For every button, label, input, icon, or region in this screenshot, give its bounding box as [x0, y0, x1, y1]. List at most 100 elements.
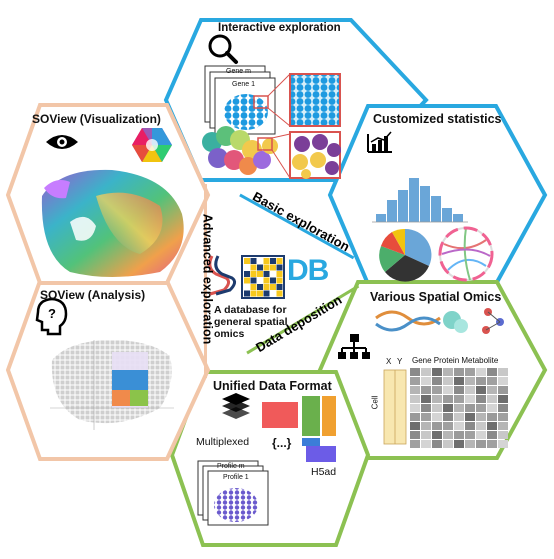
matrix-cell [498, 404, 508, 412]
matrix-cell [443, 377, 453, 385]
gene-stack [204, 65, 276, 135]
db-grid-cell [244, 277, 250, 284]
matrix-cell [465, 422, 475, 430]
db-grid-cell [263, 284, 270, 290]
visualization-map [41, 169, 184, 277]
matrix-cell [443, 413, 453, 421]
matrix-cell [421, 440, 431, 448]
db-grid-cell [276, 258, 283, 264]
matrix-cell [454, 404, 464, 412]
db-grid-cell [276, 271, 283, 277]
hex-visualization-title: SOView (Visualization) [32, 112, 161, 126]
color-wheel-icon [132, 128, 172, 162]
hex-format-outline [169, 370, 371, 547]
matrix-cell [476, 440, 486, 448]
matrix-cell [432, 422, 442, 430]
matrix-cell [410, 440, 420, 448]
matrix-cell [410, 386, 420, 394]
matrix-cell [421, 377, 431, 385]
matrix-cell [410, 413, 420, 421]
anndata-blocks [262, 396, 336, 462]
format-multiplexed-label: Multiplexed [196, 436, 250, 448]
band-basic-line [239, 193, 355, 260]
hex-statistics-outline [327, 104, 548, 286]
omics-features-label: Gene Protein Metabolite [412, 356, 499, 365]
center-caption-line-2: general spatial [214, 316, 288, 328]
gene-stack-bottom-label: Gene 1 [232, 81, 255, 88]
db-grid-cell [263, 290, 270, 297]
eye-icon [46, 135, 78, 149]
bar-chart-icon [367, 131, 392, 153]
matrix-cell [498, 413, 508, 421]
matrix-cell [432, 440, 442, 448]
db-grid-cell [250, 271, 257, 277]
db-grid-cell [250, 290, 257, 297]
center-caption-line-1: A database for [214, 304, 287, 316]
matrix-cell [476, 368, 486, 376]
feature-matrix [410, 368, 508, 448]
band-advanced-line [204, 184, 207, 378]
matrix-cell [487, 422, 497, 430]
cluster-map [202, 126, 278, 175]
profile-stack [197, 460, 269, 526]
db-grid-cell [263, 264, 270, 271]
hierarchy-icon [338, 334, 370, 359]
db-grid-cell [276, 264, 283, 271]
db-logo [208, 255, 285, 299]
matrix-cell [421, 431, 431, 439]
matrix-cell [487, 404, 497, 412]
metabolite-glyph [482, 308, 504, 334]
db-grid-cell [263, 277, 270, 284]
matrix-cell [410, 395, 420, 403]
question-head-icon: ? [35, 297, 68, 336]
matrix-cell [498, 395, 508, 403]
matrix-cell [465, 386, 475, 394]
matrix-cell [443, 368, 453, 376]
matrix-cell [432, 395, 442, 403]
matrix-cell [465, 413, 475, 421]
matrix-cell [432, 377, 442, 385]
protein-glyph [443, 311, 468, 333]
omics-axis-y: Y [397, 357, 403, 366]
matrix-cell [454, 377, 464, 385]
omics-axis-x: X [386, 357, 392, 366]
matrix-cell [465, 395, 475, 403]
db-grid-cell [257, 271, 263, 277]
matrix-cell [465, 440, 475, 448]
db-grid-cell [276, 277, 283, 284]
layers-icon [222, 393, 250, 419]
profile-stack-bottom-label: Profile 1 [223, 474, 249, 481]
format-braces-label: {...} [272, 436, 292, 450]
matrix-cell [454, 431, 464, 439]
matrix-cell [487, 368, 497, 376]
band-advanced-label: Advanced exploration [200, 213, 215, 345]
hex-analysis-title: SOView (Analysis) [40, 288, 146, 302]
db-logo-grid [244, 258, 283, 297]
chord-diagram [438, 226, 494, 282]
db-grid-cell [244, 284, 250, 290]
db-grid-cell [270, 284, 276, 290]
svg-text:?: ? [48, 306, 56, 321]
db-grid-cell [276, 284, 283, 290]
matrix-cell [487, 440, 497, 448]
matrix-cell [421, 368, 431, 376]
matrix-cell [410, 404, 420, 412]
matrix-cell [432, 404, 442, 412]
matrix-cell [465, 431, 475, 439]
center-caption: A database for general spatial omics [214, 304, 288, 340]
matrix-cell [443, 404, 453, 412]
matrix-cell [476, 377, 486, 385]
matrix-cell [454, 422, 464, 430]
matrix-cell [487, 386, 497, 394]
matrix-cell [487, 395, 497, 403]
matrix-cell [454, 413, 464, 421]
matrix-cell [410, 422, 420, 430]
matrix-cell [454, 368, 464, 376]
xy-columns [383, 369, 407, 445]
matrix-cell [410, 431, 420, 439]
matrix-cell [487, 413, 497, 421]
center-caption-line-3: omics [214, 328, 245, 340]
matrix-cell [476, 422, 486, 430]
cluster-zoom-panel [271, 131, 341, 179]
db-grid-cell [276, 290, 283, 297]
